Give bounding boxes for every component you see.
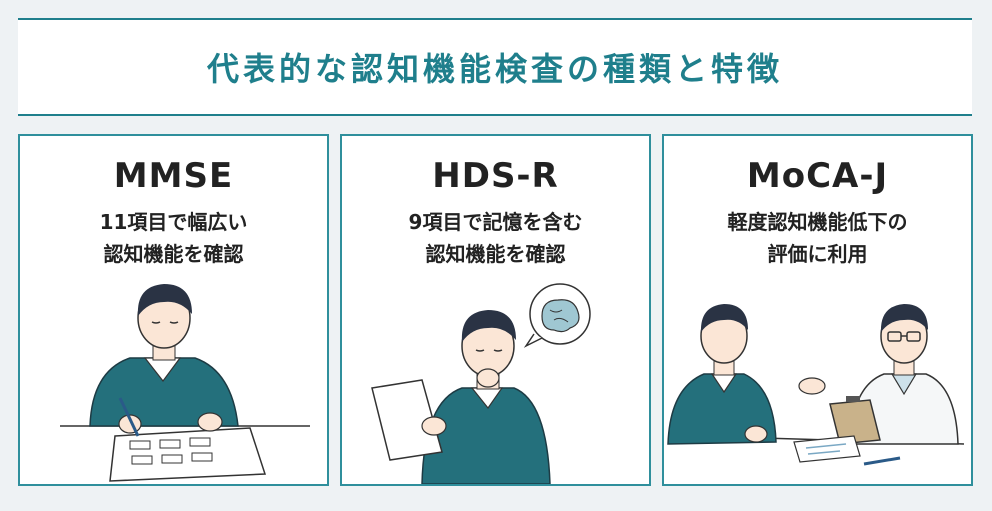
card-name: MoCA-J bbox=[746, 156, 889, 196]
card-description-line: 認知機能を確認 bbox=[425, 242, 566, 266]
consultation-illustration bbox=[667, 304, 965, 466]
title-banner: 代表的な認知機能検査の種類と特徴 bbox=[18, 18, 972, 116]
clipboard-icon bbox=[829, 396, 881, 445]
test-sheet-icon bbox=[109, 427, 267, 482]
card-mmse: MMSE 11項目で幅広い 認知機能を確認 bbox=[18, 134, 329, 486]
card-description-line: 9項目で記憶を含む bbox=[408, 210, 583, 234]
card-description-line: 11項目で幅広い bbox=[99, 210, 248, 234]
brain-thought-icon bbox=[523, 283, 591, 348]
card-description-line: 評価に利用 bbox=[767, 242, 868, 266]
card-moca-j: MoCA-J 軽度認知機能低下の 評価に利用 bbox=[662, 134, 973, 486]
page-title: 代表的な認知機能検査の種類と特徴 bbox=[206, 50, 783, 88]
writing-person-illustration bbox=[60, 284, 310, 482]
card-description-line: 軽度認知機能低下の bbox=[727, 210, 908, 234]
card-description: 11項目で幅広い 認知機能を確認 bbox=[20, 206, 327, 270]
card-hds-r: HDS-R 9項目で記憶を含む 認知機能を確認 bbox=[340, 134, 651, 486]
thinking-person-illustration bbox=[371, 283, 591, 484]
card-description: 軽度認知機能低下の 評価に利用 bbox=[664, 206, 971, 270]
card-description-line: 認知機能を確認 bbox=[103, 242, 244, 266]
card-name: HDS-R bbox=[432, 156, 559, 196]
card-name: MMSE bbox=[113, 156, 234, 196]
card-description: 9項目で記憶を含む 認知機能を確認 bbox=[342, 206, 649, 270]
